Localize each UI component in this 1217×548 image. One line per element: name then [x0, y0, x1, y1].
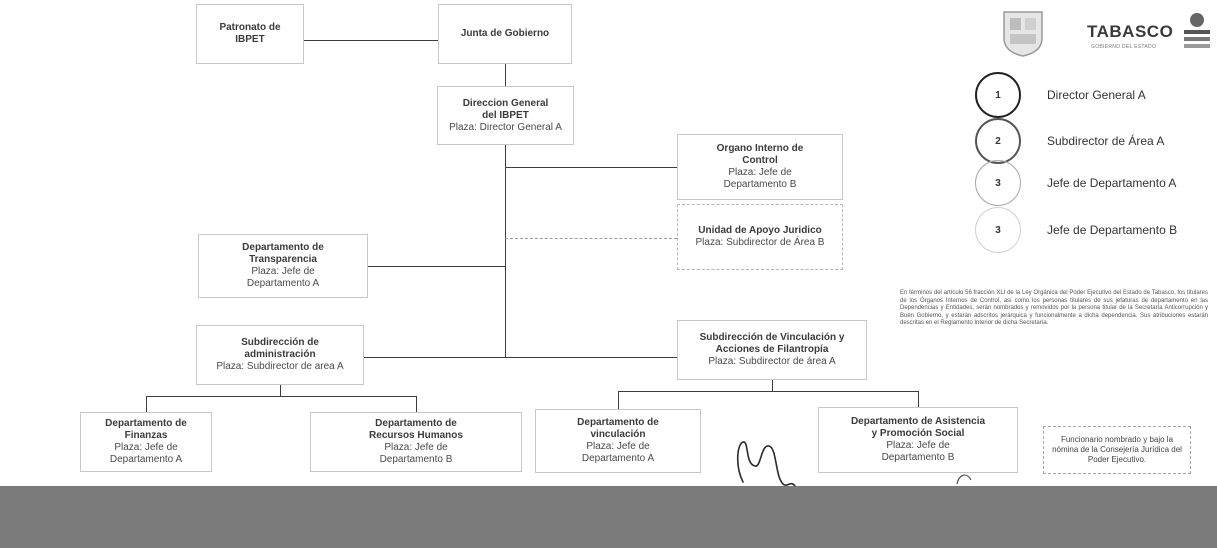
box-plaza: Plaza: Subdirector de Área B — [695, 237, 825, 248]
box-title: Subdirección de Vinculación y Acciones d… — [699, 332, 845, 355]
box-transparencia: Departamento de Transparencia Plaza: Jef… — [198, 234, 368, 298]
legend-circle: 1 — [975, 72, 1021, 118]
bottom-band — [0, 486, 1217, 548]
box-plaza: Plaza: Jefe de Departamento B — [881, 440, 955, 463]
box-title: Subdirección de administración — [241, 337, 319, 360]
tabasco-brand-text: TABASCO — [1087, 22, 1174, 41]
legend-circle: 3 — [975, 207, 1021, 253]
connector-asistencia — [918, 391, 919, 407]
box-finanzas: Departamento de Finanzas Plaza: Jefe de … — [80, 412, 212, 472]
box-plaza: Plaza: Jefe de Departamento A — [246, 266, 320, 289]
legend-label: Jefe de Departamento A — [1047, 176, 1177, 190]
legend-circle: 2 — [975, 118, 1021, 164]
box-patronato: Patronato de IBPET — [196, 4, 304, 64]
box-plaza: Plaza: Jefe de Departamento B — [379, 442, 453, 465]
box-junta: Junta de Gobierno — [438, 4, 572, 64]
legend-label: Jefe de Departamento B — [1047, 223, 1178, 237]
box-title: Departamento de vinculación — [577, 417, 659, 440]
pen-mark — [956, 474, 972, 485]
box-plaza: Plaza: Subdirector de área A — [708, 356, 836, 367]
box-plaza: Plaza: Jefe de Departamento A — [581, 441, 655, 464]
legal-note: En términos del artículo 56 fracción XLI… — [900, 290, 1208, 326]
connector-unidad — [505, 238, 677, 239]
box-title: Patronato de IBPET — [219, 22, 281, 45]
connector-organo — [505, 167, 677, 168]
legend-circle: 3 — [975, 160, 1021, 206]
box-title: Junta de Gobierno — [460, 28, 550, 39]
connector-patronato-junta — [304, 40, 438, 41]
legend-label: Subdirector de Área A — [1047, 134, 1165, 148]
box-plaza: Plaza: Jefe de Departamento A — [109, 442, 183, 465]
connector-vinculacion — [618, 391, 619, 409]
legend-label: Director General A — [1047, 88, 1146, 102]
connector-sub-admin — [364, 357, 677, 358]
legend-item-jefe-depto-a: 3 Jefe de Departamento A — [975, 160, 1176, 206]
connector-transparencia — [368, 266, 505, 267]
box-direccion: Direccion General del IBPET Plaza: Direc… — [437, 86, 574, 145]
connector-main-trunk — [505, 145, 506, 357]
tabasco-brand-subtitle: GOBIERNO DEL ESTADO — [1091, 44, 1157, 50]
box-title: Departamento de Transparencia — [242, 242, 324, 265]
connector-finanzas — [146, 396, 147, 412]
connector-junta-direccion — [505, 64, 506, 86]
tabasco-shield-logo — [1003, 11, 1043, 57]
box-title: Unidad de Apoyo Juridico — [698, 225, 822, 236]
box-vinculacion: Departamento de vinculación Plaza: Jefe … — [535, 409, 701, 473]
tabasco-emblem-icon — [1184, 13, 1210, 48]
box-plaza: Plaza: Director General A — [449, 121, 562, 133]
box-organo: Organo Interno de Control Plaza: Jefe de… — [677, 134, 843, 200]
connector-vinc-branch — [618, 391, 918, 392]
box-title: Departamento de Recursos Humanos — [369, 418, 463, 441]
legend-item-subdirector: 2 Subdirector de Área A — [975, 118, 1164, 164]
box-unidad: Unidad de Apoyo Juridico Plaza: Subdirec… — [677, 204, 843, 270]
footnote-box: Funcionario nombrado y bajo la nómina de… — [1043, 426, 1191, 474]
legend-item-jefe-depto-b: 3 Jefe de Departamento B — [975, 207, 1177, 253]
connector-rrhh — [416, 396, 417, 412]
box-title: Departamento de Asistencia y Promoción S… — [850, 416, 986, 439]
box-title: Organo Interno de Control — [716, 143, 804, 166]
box-sub-vinc: Subdirección de Vinculación y Acciones d… — [677, 320, 867, 380]
handwritten-signature — [736, 441, 796, 487]
box-title: Direccion General del IBPET — [462, 97, 549, 121]
box-title: Departamento de Finanzas — [105, 418, 187, 441]
box-plaza: Plaza: Subdirector de area A — [216, 361, 344, 372]
legend-item-director-general: 1 Director General A — [975, 72, 1146, 118]
connector-vinc-down — [772, 380, 773, 392]
box-asistencia: Departamento de Asistencia y Promoción S… — [818, 407, 1018, 473]
box-rrhh: Departamento de Recursos Humanos Plaza: … — [310, 412, 522, 472]
connector-admin-down — [280, 385, 281, 397]
box-sub-admin: Subdirección de administración Plaza: Su… — [196, 325, 364, 385]
box-plaza: Plaza: Jefe de Departamento B — [723, 167, 797, 190]
connector-admin-branch — [146, 396, 416, 397]
